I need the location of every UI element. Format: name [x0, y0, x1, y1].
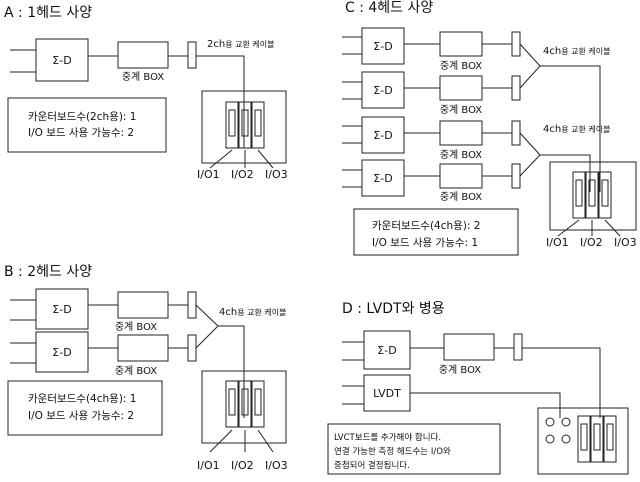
io-slot-1: [225, 380, 239, 428]
sigma-d-label-2: Σ-D: [373, 84, 392, 97]
relay-box-label-2: 중계 BOX: [115, 365, 157, 377]
sigma-d-label: Σ-D: [52, 54, 71, 67]
section-d: D : LVDT와 병용 Σ-D 중계 BOX LVDT LVCT보드를 추가해…: [327, 301, 629, 475]
relay-box-2: [439, 75, 483, 101]
sigma-d-label-1: Σ-D: [373, 40, 392, 53]
io-slot-3: [251, 101, 265, 149]
relay-box: [117, 41, 169, 69]
info-box: [353, 208, 519, 256]
io-chassis: [549, 161, 637, 231]
relay-box-label-3: 중계 BOX: [440, 149, 482, 161]
io-slot-2: [238, 380, 252, 428]
note-line-2: 연결 가능한 측정 헤드수는 I/O와: [334, 446, 451, 457]
sigma-d-label-1: Σ-D: [52, 303, 71, 316]
relay-box-label-1: 중계 BOX: [115, 321, 157, 333]
io-slot-1: [225, 101, 239, 149]
relay-box-1: [439, 31, 483, 57]
cable-label: 4ch용 교환 케이블: [219, 307, 286, 318]
info-line-2: I/O 보드 사용 가능수: 2: [28, 410, 134, 422]
sigma-d-block: [363, 330, 411, 370]
io-slot-2: [585, 171, 599, 219]
info-line-1: 카운터보드수(4ch용): 2: [372, 220, 480, 232]
info-line-2: I/O 보드 사용 가능수: 1: [372, 237, 478, 249]
info-line-2: I/O 보드 사용 가능수: 2: [28, 127, 134, 139]
io-slot-3: [251, 380, 265, 428]
io-label-3: I/O3: [614, 236, 637, 249]
relay-box-label-1: 중계 BOX: [440, 60, 482, 72]
lvdt-port: [561, 434, 571, 444]
sigma-d-block-1: [35, 288, 89, 330]
relay-box-2: [117, 334, 169, 362]
sigma-d-block-2: [35, 331, 89, 373]
io-label-2: I/O2: [580, 236, 603, 249]
sigma-d-block-2: [361, 71, 405, 109]
section-d-title: D : LVDT와 병용: [342, 301, 445, 317]
info-box: [7, 97, 167, 153]
relay-box: [443, 333, 495, 361]
io-chassis: [201, 370, 287, 444]
connector-1: [187, 291, 197, 319]
io-label-1: I/O1: [197, 168, 220, 181]
relay-box-label-4: 중계 BOX: [440, 191, 482, 203]
section-a-title: A : 1헤드 사양: [4, 5, 92, 21]
relay-box-4: [439, 163, 483, 189]
section-a: A : 1헤드 사양 Σ-D 중계 BOX 2ch용 교환 케이블 카운터보드수…: [4, 5, 288, 181]
cable-label-2: 4ch용 교환 케이블: [543, 124, 610, 135]
relay-box-label-2: 중계 BOX: [440, 104, 482, 116]
connector-3: [511, 120, 521, 146]
connector-2: [187, 334, 197, 362]
io-slot-1: [577, 415, 591, 463]
sigma-d-block: [35, 38, 89, 82]
io-label-2: I/O2: [231, 459, 254, 472]
io-slot-2: [590, 415, 604, 463]
info-line-1: 카운터보드수(4ch용): 1: [28, 393, 136, 405]
io-slot-2: [238, 101, 252, 149]
io-label-3: I/O3: [265, 459, 288, 472]
connector-1: [511, 31, 521, 57]
note-line-1: LVCT보드를 추가해야 합니다.: [334, 432, 441, 443]
relay-box-label: 중계 BOX: [122, 71, 164, 83]
relay-box-label: 중계 BOX: [439, 364, 481, 376]
note-box: [327, 423, 501, 475]
sigma-d-block-4: [361, 159, 405, 197]
info-box: [7, 380, 163, 436]
section-b: B : 2헤드 사양 Σ-D 중계 BOX Σ-D 중계 BOX 4ch용 교환…: [4, 264, 288, 472]
cable-label: 2ch용 교환 케이블: [207, 39, 274, 50]
connector: [187, 41, 197, 69]
relay-box-1: [117, 291, 169, 319]
section-c-title: C : 4헤드 사양: [345, 0, 433, 16]
sigma-d-block-1: [361, 27, 405, 65]
sigma-d-block-3: [361, 116, 405, 154]
connector-4: [511, 163, 521, 189]
io-slot-3: [598, 171, 612, 219]
lvdt-port: [561, 417, 571, 427]
cable-label-1: 4ch용 교환 케이블: [543, 46, 610, 57]
io-chassis: [201, 90, 287, 164]
connector: [513, 333, 523, 361]
note-line-3: 중첩되어 결정됩니다.: [334, 460, 410, 471]
chassis: [537, 407, 629, 475]
lvdt-label: LVDT: [373, 387, 401, 400]
lvdt-port: [545, 434, 555, 444]
io-label-1: I/O1: [197, 459, 220, 472]
section-c: C : 4헤드 사양 Σ-D 중계 BOX Σ-D 중계 BOX Σ-D 중계 …: [342, 0, 637, 256]
io-slot-3: [603, 415, 617, 463]
relay-box-3: [439, 120, 483, 146]
info-line-1: 카운터보드수(2ch용): 1: [28, 111, 136, 123]
io-label-1: I/O1: [546, 236, 569, 249]
io-label-3: I/O3: [265, 168, 288, 181]
section-b-title: B : 2헤드 사양: [4, 264, 92, 280]
sigma-d-label-4: Σ-D: [373, 172, 392, 185]
sigma-d-label: Σ-D: [377, 344, 396, 357]
io-label-2: I/O2: [231, 168, 254, 181]
connector-2: [511, 75, 521, 101]
io-slot-1: [572, 171, 586, 219]
lvdt-port: [545, 417, 555, 427]
sigma-d-label-3: Σ-D: [373, 129, 392, 142]
sigma-d-label-2: Σ-D: [52, 346, 71, 359]
